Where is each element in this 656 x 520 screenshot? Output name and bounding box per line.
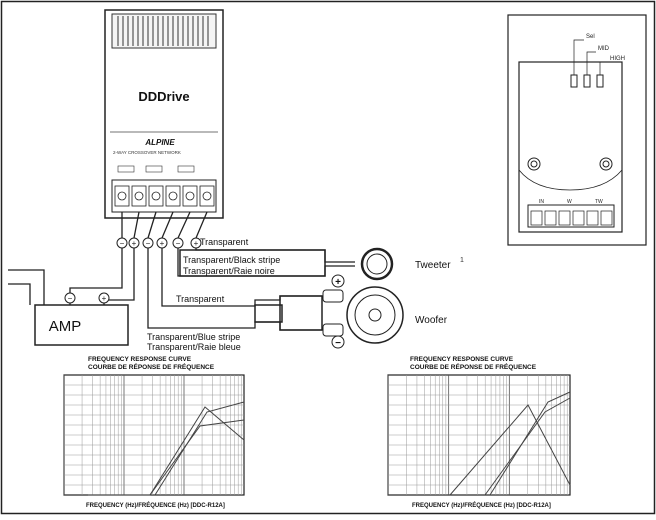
- amp-minus-marker: −: [68, 294, 73, 303]
- right-chart-xlabel: FREQUENCY (Hz)/FRÉQUENCE (Hz) [DDC-R12A]: [412, 501, 551, 509]
- inset-panel: [507, 14, 647, 246]
- amp-label: AMP: [49, 318, 82, 335]
- left-response-curve-2: [149, 419, 245, 496]
- svg-text:+: +: [194, 239, 199, 248]
- right-response-curve: [449, 404, 571, 496]
- svg-text:−: −: [146, 239, 151, 248]
- tweeter-speaker: [360, 247, 394, 281]
- svg-text:−: −: [120, 239, 125, 248]
- left-response-curve: [88, 406, 245, 496]
- right-response-curve-2: [484, 397, 571, 496]
- right-chart-title: FREQUENCY RESPONSE CURVE: [410, 356, 514, 363]
- heatsink-fins: [111, 13, 217, 49]
- model-line-label: 2-WAY CROSSOVER NETWORK: [113, 150, 181, 155]
- left-chart-grid: [63, 375, 244, 495]
- svg-text:−: −: [176, 239, 181, 248]
- tweeter-black-stripe-label: Transparent/Black stripe: [183, 255, 280, 265]
- woofer-label: Woofer: [415, 315, 448, 326]
- amp-plus-marker: +: [102, 294, 107, 303]
- inset-terminal-label-3: TW: [595, 199, 603, 205]
- inset-switch-label-2: MID: [598, 46, 610, 52]
- tweeter-transparent-label: Transparent: [200, 237, 249, 247]
- right-chart-grid: [387, 375, 570, 495]
- woofer-blue-stripe-label: Transparent/Blue stripe: [147, 332, 240, 342]
- crossover-unit: DDDrive ALPINE 2-WAY CROSSOVER NETWORK: [104, 9, 224, 219]
- right-response-curve-3: [489, 391, 571, 496]
- right-response-chart: [387, 374, 571, 496]
- woofer-transparent-label: Transparent: [176, 294, 225, 304]
- tweeter-black-stripe-fr-label: Transparent/Raie noire: [183, 266, 275, 276]
- woofer-speaker: [322, 286, 404, 344]
- terminal-polarity-markers: − + − + − +: [116, 237, 202, 249]
- woofer-plus-marker: +: [335, 277, 341, 288]
- left-response-chart: [63, 374, 245, 496]
- woofer-minus-marker-ring: [331, 335, 345, 349]
- maker-logo: ALPINE: [144, 138, 175, 147]
- wiring: [8, 211, 355, 331]
- left-chart-xlabel: FREQUENCY (Hz)/FRÉQUENCE (Hz) [DDC-R12A]: [86, 501, 225, 509]
- inset-switch-label-3: HIGH: [610, 56, 625, 62]
- left-chart-title: FREQUENCY RESPONSE CURVE: [88, 356, 192, 363]
- tweeter-footnote-mark: 1: [460, 257, 464, 264]
- woofer-minus-marker: −: [335, 338, 341, 349]
- inset-switch-label-1: Sel: [586, 34, 595, 40]
- inset-terminal-label-2: W: [567, 199, 572, 205]
- woofer-blue-stripe-fr-label: Transparent/Raie bleue: [147, 342, 241, 352]
- left-chart-subtitle: COURBE DE RÉPONSE DE FRÉQUENCE: [88, 362, 215, 371]
- amp-box: AMP − +: [34, 292, 129, 346]
- crossover-brand-label: DDDrive: [138, 89, 189, 104]
- dip-switch-labels: [117, 165, 195, 173]
- woofer-plus-marker-ring: [331, 274, 345, 288]
- svg-text:+: +: [132, 239, 137, 248]
- terminal-screws: [114, 185, 215, 207]
- tweeter-label: Tweeter: [415, 260, 451, 271]
- left-response-curve-3: [154, 401, 245, 496]
- inset-terminal-label-1: IN: [539, 199, 544, 205]
- right-chart-subtitle: COURBE DE RÉPONSE DE FRÉQUENCE: [410, 362, 537, 371]
- svg-text:+: +: [160, 239, 165, 248]
